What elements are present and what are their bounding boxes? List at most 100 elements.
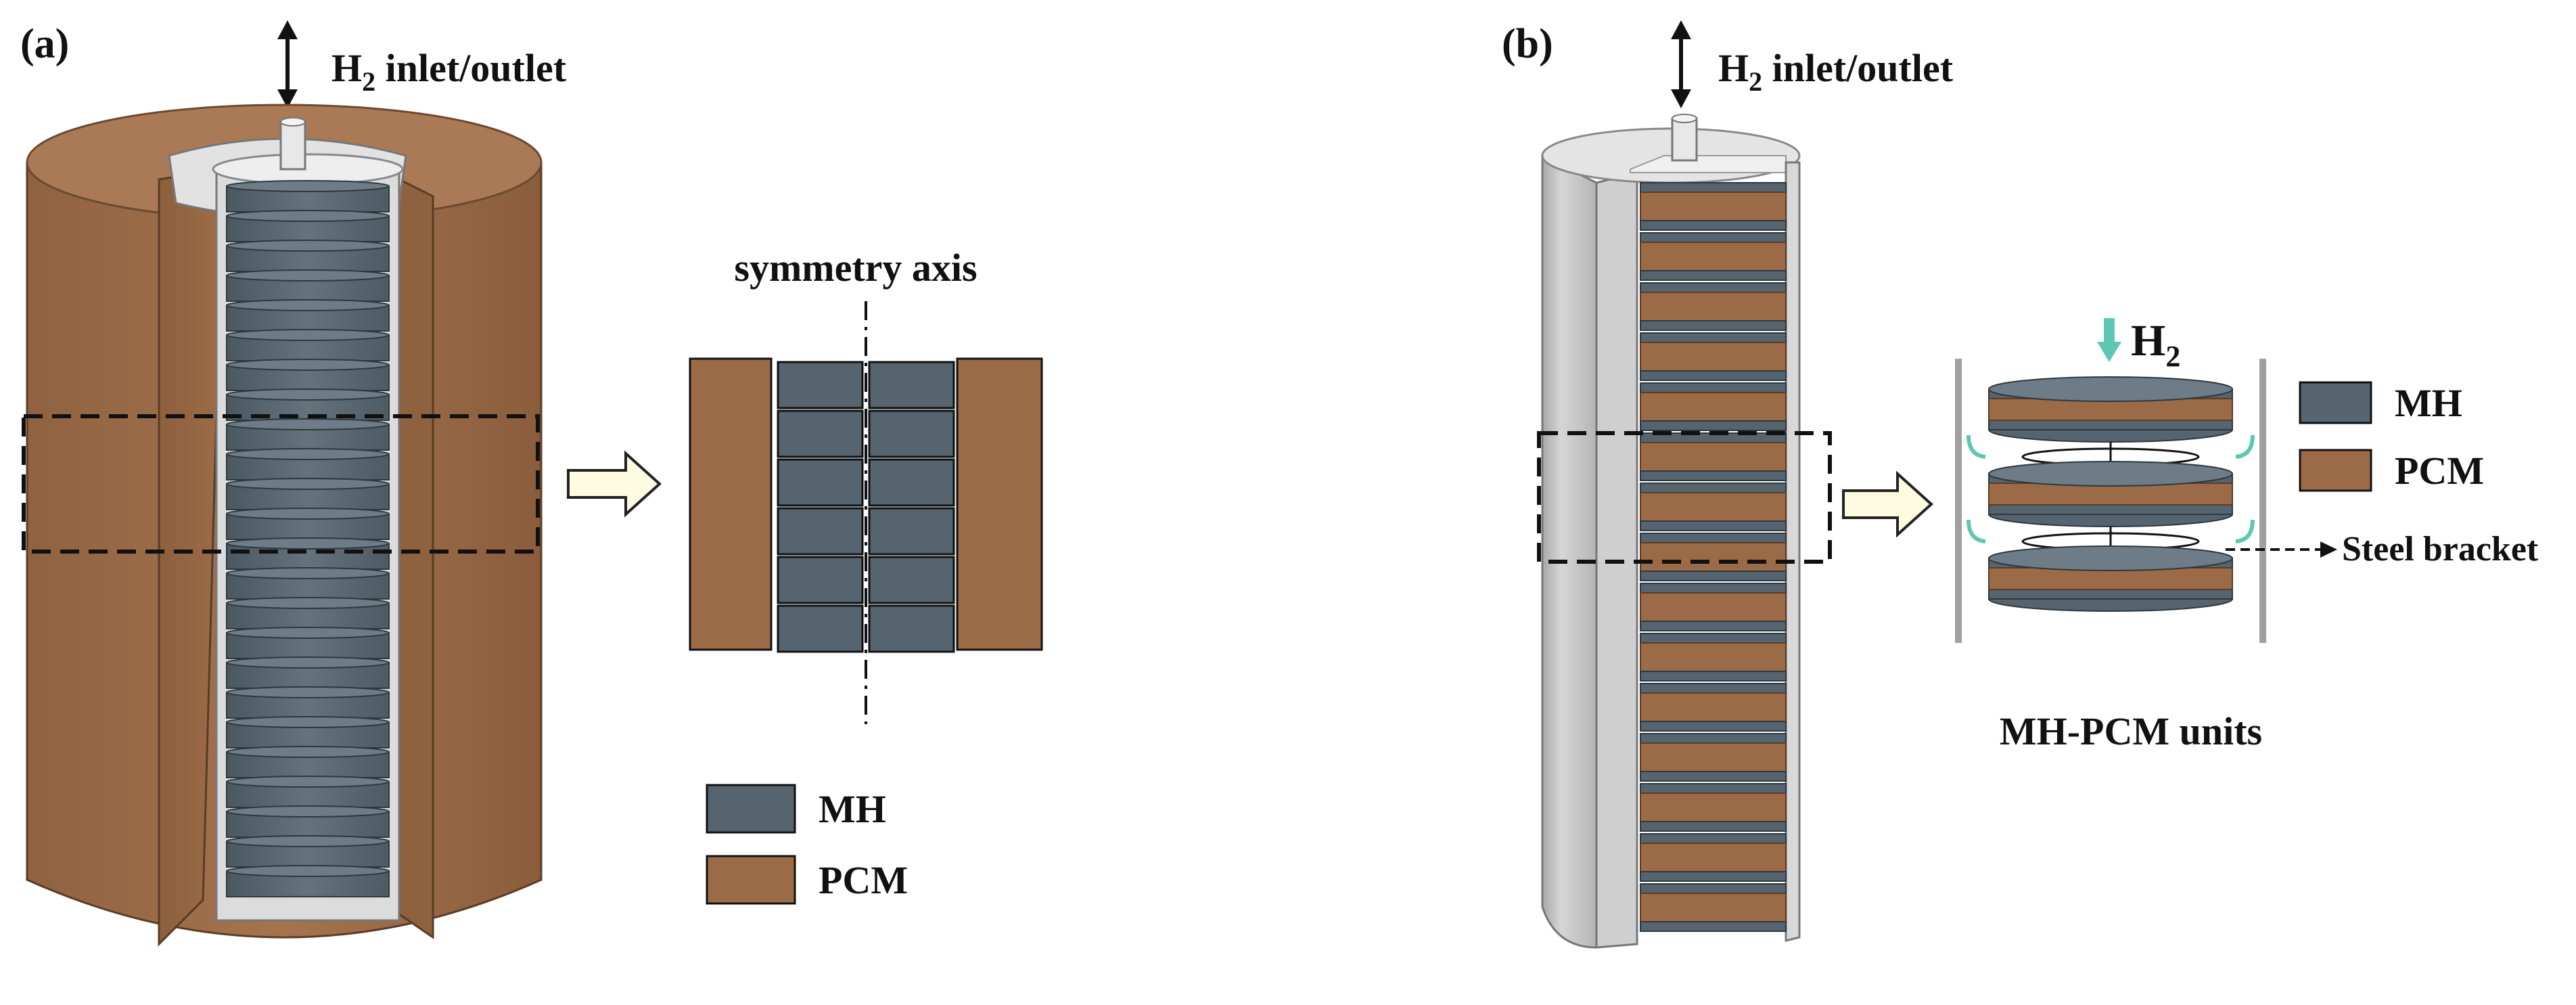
unit-pcm bbox=[1988, 398, 2233, 421]
mh-layer bbox=[1640, 232, 1787, 243]
mh-disk-top bbox=[226, 478, 390, 490]
unit-pcm bbox=[1988, 483, 2233, 506]
mh-disk-top bbox=[226, 180, 390, 192]
legend-b-mh-swatch bbox=[2299, 381, 2372, 424]
pcm-layer bbox=[1640, 392, 1787, 422]
xsec-cell-right bbox=[868, 458, 955, 507]
inlet-label-b: H2 inlet/outlet bbox=[1718, 46, 1954, 97]
mh-disk-top bbox=[226, 627, 390, 639]
mh-disk-top bbox=[226, 835, 390, 847]
mh-layer bbox=[1640, 320, 1787, 331]
mh-layer bbox=[1640, 483, 1787, 493]
selection-box-b bbox=[1537, 431, 1832, 564]
mh-disk-top bbox=[226, 388, 390, 401]
mh-layer bbox=[1640, 683, 1787, 694]
xsec-cell-left bbox=[777, 604, 864, 653]
mh-layer bbox=[1640, 633, 1787, 644]
unit-top bbox=[1988, 376, 2233, 402]
panel-a: (a) H2 inlet/outlet bbox=[20, 20, 1043, 947]
symmetry-axis-label: symmetry axis bbox=[734, 246, 977, 290]
xsec-cell-right bbox=[868, 409, 955, 458]
mh-layer bbox=[1640, 382, 1787, 393]
mh-disk-top bbox=[226, 210, 390, 222]
pcm-layer bbox=[1640, 592, 1787, 622]
shell-cylinder-b bbox=[1541, 114, 1801, 949]
mh-layer bbox=[1640, 520, 1787, 531]
mh-layer bbox=[1640, 420, 1787, 431]
pointer-arrow-a bbox=[567, 450, 662, 518]
mh-layer bbox=[1640, 282, 1787, 293]
mh-disk-top bbox=[226, 269, 390, 282]
mh-disk-top bbox=[226, 746, 390, 758]
legend-b-pcm-swatch bbox=[2299, 449, 2372, 492]
mh-layer bbox=[1640, 771, 1787, 782]
steel-bracket-arrowhead bbox=[2320, 541, 2337, 558]
rail-left bbox=[1955, 359, 1962, 643]
mh-disk-top bbox=[226, 508, 390, 520]
mh-disk-top bbox=[226, 805, 390, 818]
h2-label: H2 bbox=[2131, 316, 2180, 373]
pcm-layer bbox=[1640, 192, 1787, 221]
rail-right bbox=[2259, 359, 2266, 643]
pcm-layer bbox=[1640, 642, 1787, 672]
pcm-layer bbox=[1640, 792, 1787, 822]
mh-layer bbox=[1640, 721, 1787, 732]
mh-disk-top bbox=[226, 448, 390, 460]
mh-layer bbox=[1640, 470, 1787, 481]
mh-layer bbox=[1640, 621, 1787, 631]
mh-pcm-units bbox=[1967, 376, 2255, 612]
xsec-cell-left bbox=[777, 409, 864, 458]
xsec-cell-right bbox=[868, 604, 955, 653]
legend-a-mh-swatch bbox=[706, 784, 796, 834]
steel-bracket-label: Steel bracket bbox=[2342, 530, 2539, 568]
mh-disk-top bbox=[226, 329, 390, 341]
mh-disk-top bbox=[226, 567, 390, 579]
pcm-layer bbox=[1640, 242, 1787, 271]
pcm-layer bbox=[1640, 492, 1787, 522]
mh-disk-top bbox=[226, 656, 390, 669]
mh-layer bbox=[1640, 533, 1787, 543]
mh-layer bbox=[1640, 270, 1787, 281]
xsec-cell-left bbox=[777, 458, 864, 507]
mh-layer bbox=[1640, 921, 1787, 932]
legend-a-pcm-label: PCM bbox=[819, 858, 908, 902]
legend-a-mh-label: MH bbox=[819, 787, 886, 831]
h2-flow-curve bbox=[1967, 519, 1986, 543]
pcm-layer bbox=[1640, 342, 1787, 372]
pointer-arrow-b bbox=[1842, 470, 1933, 538]
mh-layer bbox=[1640, 370, 1787, 381]
mh-disk-top bbox=[226, 776, 390, 788]
inlet-label-a: H2 inlet/outlet bbox=[331, 46, 567, 97]
h2-flow-curve bbox=[2235, 434, 2255, 459]
selection-box-a bbox=[22, 414, 540, 554]
pcm-layer bbox=[1640, 893, 1787, 922]
mh-pcm-stack-b bbox=[1640, 182, 1787, 932]
xsec-cell-left bbox=[777, 361, 864, 409]
unit-pcm bbox=[1988, 567, 2233, 590]
legend-b-mh-label: MH bbox=[2395, 381, 2462, 425]
mh-disk-top bbox=[226, 240, 390, 252]
h2-flow-curve bbox=[2235, 519, 2255, 543]
unit-top bbox=[1988, 461, 2233, 487]
pcm-layer bbox=[1640, 292, 1787, 321]
pcm-layer bbox=[1640, 843, 1787, 872]
pcm-layer bbox=[1640, 442, 1787, 472]
panel-b-label: (b) bbox=[1502, 21, 1553, 67]
xsec-cell-right bbox=[868, 507, 955, 556]
mh-layer bbox=[1640, 833, 1787, 844]
mh-disk-top bbox=[226, 716, 390, 728]
pcm-layer bbox=[1640, 542, 1787, 572]
inlet-arrow-b bbox=[1671, 20, 1691, 108]
mh-disk-top bbox=[226, 418, 390, 430]
xsec-cell-left bbox=[777, 556, 864, 604]
mh-disk-top bbox=[226, 537, 390, 550]
cross-section-a bbox=[689, 357, 1043, 653]
pcm-layer bbox=[1640, 692, 1787, 722]
mh-disk-top bbox=[226, 299, 390, 311]
xsec-cell-right bbox=[868, 556, 955, 604]
mh-layer bbox=[1640, 871, 1787, 882]
pcm-layer bbox=[1640, 742, 1787, 772]
mh-disk-top bbox=[226, 597, 390, 609]
mh-layer bbox=[1640, 733, 1787, 744]
